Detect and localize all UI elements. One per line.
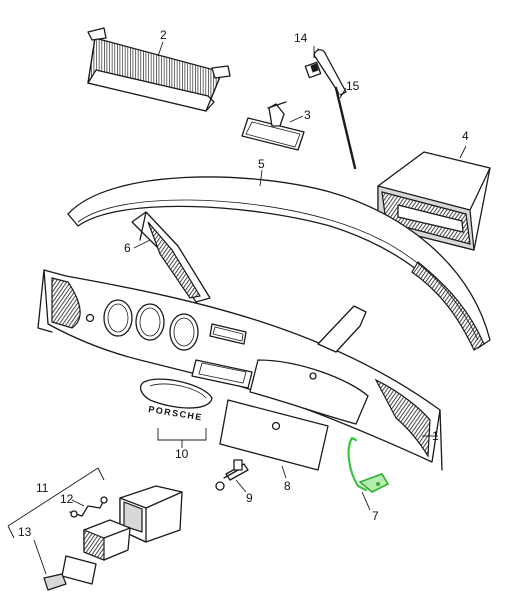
callout-10: 10 bbox=[175, 447, 189, 461]
gauge-center bbox=[135, 303, 165, 341]
callout-7: 7 bbox=[372, 509, 379, 523]
porsche-script-part: PORSCHE bbox=[139, 378, 213, 423]
callout-12: 12 bbox=[60, 492, 74, 506]
callout-9: 9 bbox=[246, 491, 253, 505]
callout-14: 14 bbox=[294, 31, 308, 45]
callout-4: 4 bbox=[462, 129, 469, 143]
dashboard-part bbox=[37, 269, 443, 471]
callout-15: 15 bbox=[346, 79, 360, 93]
rear-view-mirror-part bbox=[241, 101, 305, 151]
clip-part bbox=[304, 48, 323, 79]
glovebox-stay-part bbox=[347, 436, 390, 493]
ashtray-drawer bbox=[83, 519, 131, 561]
glovebox-lid-part bbox=[219, 399, 329, 471]
ashtray-front-plate bbox=[61, 555, 97, 585]
callout-5: 5 bbox=[258, 157, 265, 171]
leader-lines bbox=[33, 41, 467, 575]
ashtray-knob-part bbox=[43, 573, 67, 591]
ashtray-spring-part bbox=[69, 496, 108, 518]
callout-3: 3 bbox=[304, 108, 311, 122]
callout-1: 1 bbox=[432, 429, 439, 443]
dash-pad-part bbox=[67, 176, 491, 351]
antenna-rod-part bbox=[313, 49, 358, 170]
support-bracket-part bbox=[131, 211, 211, 303]
gauge-left bbox=[103, 299, 133, 337]
callout-2: 2 bbox=[160, 28, 167, 42]
callout-6: 6 bbox=[124, 241, 131, 255]
gauge-right bbox=[169, 313, 199, 351]
lock-part bbox=[215, 459, 249, 491]
callout-11: 11 bbox=[36, 481, 49, 495]
callout-8: 8 bbox=[284, 479, 291, 493]
glovebox-tray-part bbox=[87, 27, 231, 112]
callout-13: 13 bbox=[18, 525, 32, 539]
